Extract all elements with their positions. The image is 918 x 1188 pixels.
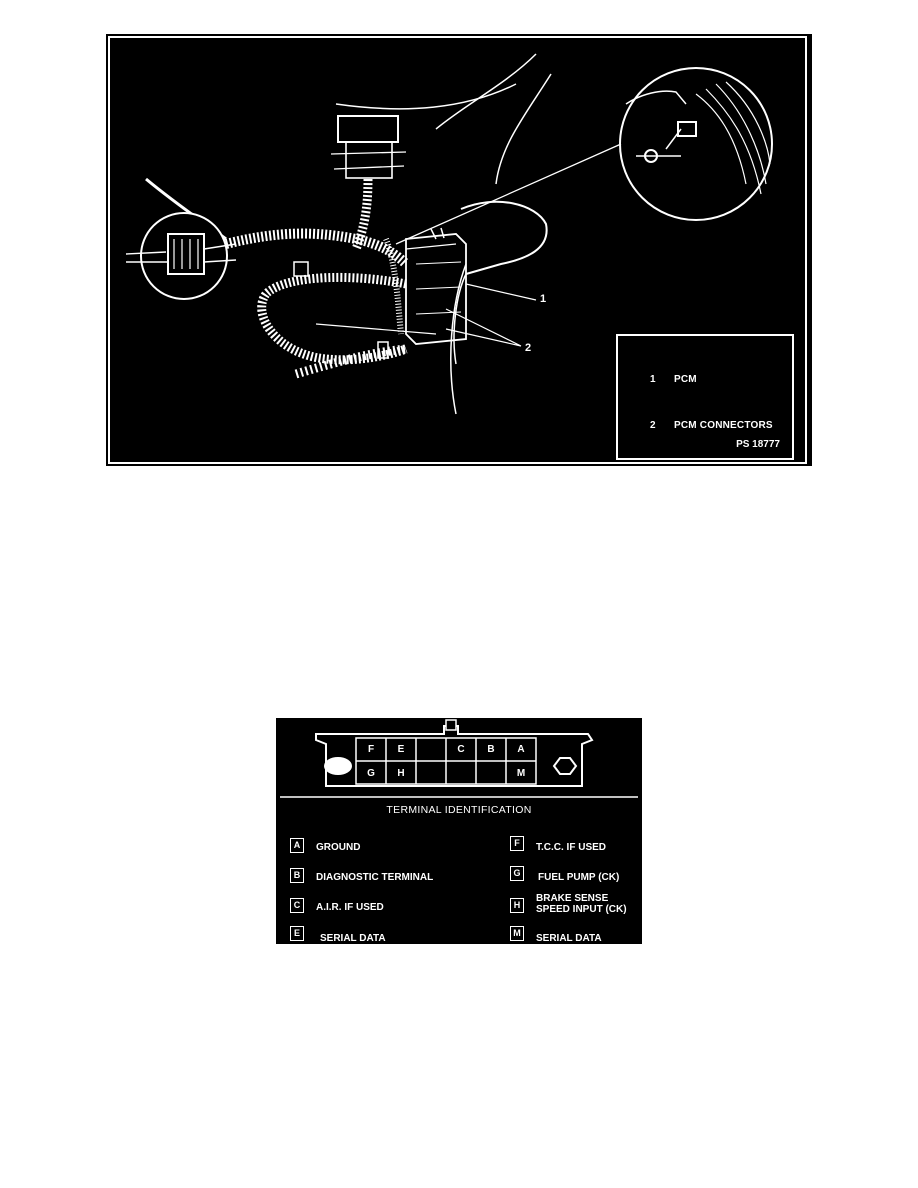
pin-label-top: F: [367, 744, 375, 755]
terminal-letter-box: C: [290, 898, 304, 913]
callout-2: 2: [525, 342, 532, 354]
callout-1: 1: [540, 293, 547, 305]
terminal-description: GROUND: [316, 842, 361, 853]
terminal-description: T.C.C. IF USED: [536, 842, 607, 853]
terminal-letter-box: B: [290, 868, 304, 883]
pin-label-top: A: [517, 744, 525, 755]
terminal-letter-box: E: [290, 926, 304, 941]
pin-label-bottom: G: [367, 768, 375, 779]
pcm-illustration: [108, 36, 807, 464]
terminal-identification-figure: F E C B A G H M TERMINAL IDENTIFICATION …: [276, 718, 642, 944]
pin-label-bottom: H: [397, 768, 405, 779]
terminal-identification-title: TERMINAL IDENTIFICATION: [386, 804, 532, 816]
legend-box: 1 PCM 2 PCM CONNECTORS PS 18777: [616, 334, 794, 460]
pin-label-top: B: [487, 744, 495, 755]
terminal-description: A.I.R. IF USED: [316, 902, 384, 913]
pin-label-top: C: [457, 744, 465, 755]
pcm-location-figure: 1 2 1 PCM 2 PCM CONNECTORS PS 18777: [106, 34, 812, 466]
terminal-description: BRAKE SENSE SPEED INPUT (CK): [536, 893, 627, 915]
terminal-letter-box: G: [510, 866, 524, 881]
pin-label-bottom: M: [516, 768, 526, 779]
terminal-letter-box: M: [510, 926, 524, 941]
terminal-description: SERIAL DATA: [536, 933, 602, 944]
terminal-letter-box: H: [510, 898, 524, 913]
terminal-letter-box: A: [290, 838, 304, 853]
terminal-description: SERIAL DATA: [320, 933, 386, 944]
terminal-letter-box: F: [510, 836, 524, 851]
connector-outline: [280, 719, 638, 798]
figure-id: PS 18777: [736, 439, 780, 450]
terminal-description: DIAGNOSTIC TERMINAL: [316, 872, 434, 883]
pin-label-top: E: [397, 744, 405, 755]
terminal-description: FUEL PUMP (CK): [538, 872, 620, 883]
